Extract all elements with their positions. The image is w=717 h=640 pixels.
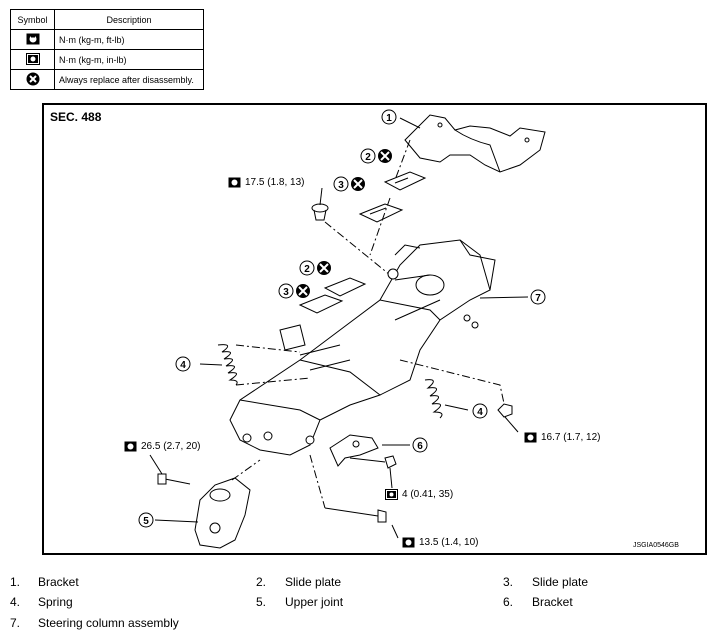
- wrench-torque-inlb-icon: [10, 49, 55, 70]
- torque-label-t5: 13.5 (1.4, 10): [402, 537, 478, 548]
- torque-label-t3: 26.5 (2.7, 20): [124, 441, 200, 452]
- upper-joint-part-5: [194, 459, 261, 549]
- wrench-torque-ftlb-icon: [524, 432, 537, 443]
- part-name: Spring: [38, 595, 73, 609]
- part-number: 1.: [10, 575, 21, 589]
- bolt-t5: [309, 454, 387, 523]
- part-number: 3.: [503, 575, 514, 589]
- callout-6: 6: [412, 437, 428, 453]
- nut-t2: [497, 403, 513, 418]
- slide-plate-part-3-top: [358, 203, 404, 223]
- part-number: 4.: [10, 595, 21, 609]
- part-name: Slide plate: [532, 575, 589, 589]
- part-number: 7.: [10, 616, 21, 630]
- wrench-torque-inlb-icon: [385, 489, 398, 500]
- legend-row: Always replace after disassembly.: [10, 69, 204, 90]
- callout-4-left: 4: [175, 356, 191, 372]
- part-number: 5.: [256, 595, 267, 609]
- torque-label-t2: 16.7 (1.7, 12): [524, 432, 600, 443]
- callout-2-top: 2: [360, 148, 376, 164]
- torque-label-t4: 4 (0.41, 35): [385, 489, 453, 500]
- torque-value: 26.5 (2.7, 20): [141, 441, 201, 452]
- svg-text:2: 2: [365, 152, 371, 163]
- callout-4-right: 4: [472, 403, 488, 419]
- svg-text:7: 7: [535, 293, 541, 304]
- bracket-part-1: [404, 114, 546, 173]
- callout-7: 7: [530, 289, 546, 305]
- bolt-t3: [157, 473, 191, 485]
- torque-value: 13.5 (1.4, 10): [419, 537, 479, 548]
- legend-header-symbol: Symbol: [10, 9, 55, 30]
- legend-row-text: Always replace after disassembly.: [54, 69, 204, 90]
- diagram-frame: [42, 103, 707, 555]
- svg-text:5: 5: [143, 516, 149, 527]
- wrench-torque-ftlb-icon: [124, 441, 137, 452]
- wrench-torque-ftlb-icon: [10, 29, 55, 50]
- part-name: Steering column assembly: [38, 616, 179, 630]
- replace-x-icon: [10, 69, 55, 90]
- callout-3-mid: 3: [278, 283, 294, 299]
- bolt-t4: [349, 455, 397, 469]
- torque-value: 16.7 (1.7, 12): [541, 432, 601, 443]
- part-name: Slide plate: [285, 575, 342, 589]
- section-label: SEC. 488: [50, 110, 102, 124]
- svg-text:1: 1: [386, 113, 392, 124]
- torque-label-t1: 17.5 (1.8, 13): [228, 177, 304, 188]
- svg-text:2: 2: [304, 264, 310, 275]
- legend-row: N·m (kg-m, ft-lb): [10, 29, 204, 50]
- callout-5: 5: [138, 512, 154, 528]
- callout-1: 1: [381, 109, 397, 125]
- symbol-legend-table: Symbol Description N·m (kg-m, ft-lb) N·m…: [10, 9, 204, 90]
- slide-plate-part-2-top: [383, 171, 427, 191]
- callout-2-mid: 2: [299, 260, 315, 276]
- torque-value: 17.5 (1.8, 13): [245, 177, 305, 188]
- steering-column-assembly: [229, 239, 496, 456]
- legend-header-description: Description: [54, 9, 204, 30]
- part-name: Bracket: [532, 595, 573, 609]
- torque-value: 4 (0.41, 35): [402, 489, 454, 500]
- bolt-t1: [311, 203, 329, 221]
- part-number: 2.: [256, 575, 267, 589]
- svg-text:4: 4: [477, 407, 483, 418]
- part-name: Upper joint: [285, 595, 344, 609]
- callout-3-top: 3: [333, 176, 349, 192]
- svg-text:3: 3: [338, 180, 344, 191]
- spring-part-4-left: [217, 344, 238, 386]
- diagram-code: JSGIA0546GB: [633, 542, 679, 549]
- wrench-torque-ftlb-icon: [228, 177, 241, 188]
- spring-part-4-right: [424, 379, 443, 419]
- bracket-part-6: [329, 434, 379, 467]
- svg-text:3: 3: [283, 287, 289, 298]
- svg-text:6: 6: [417, 441, 423, 452]
- slide-plate-part-3-mid: [298, 294, 344, 314]
- svg-text:4: 4: [180, 360, 186, 371]
- slide-plate-part-2-mid: [323, 277, 367, 297]
- part-name: Bracket: [38, 575, 79, 589]
- part-number: 6.: [503, 595, 514, 609]
- wrench-torque-ftlb-icon: [402, 537, 415, 548]
- replace-x-icon: [296, 149, 392, 298]
